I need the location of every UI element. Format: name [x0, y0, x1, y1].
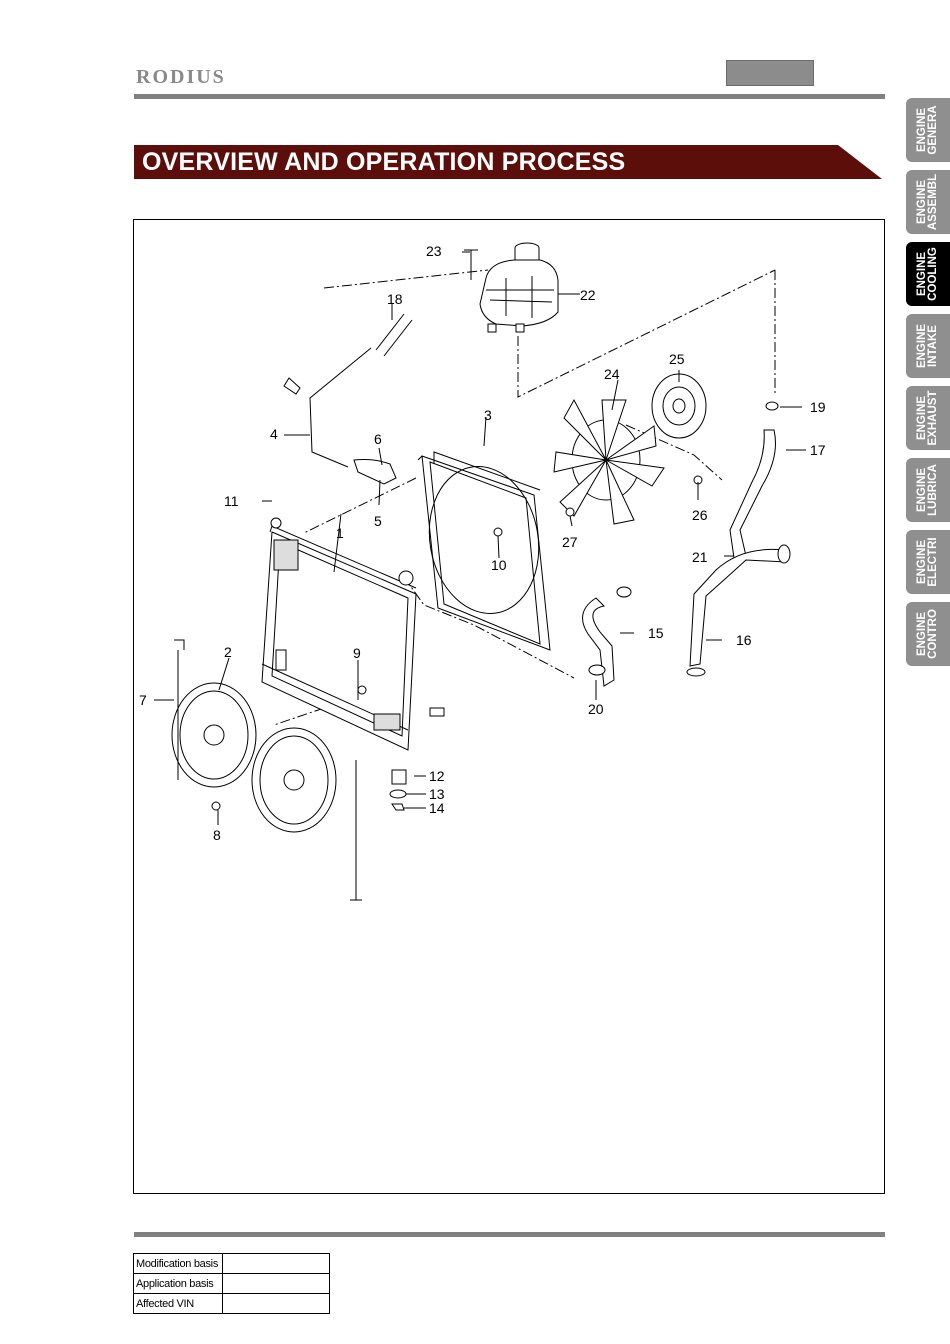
callout-19: 19	[810, 399, 826, 415]
section-banner: OVERVIEW AND OPERATION PROCESS	[134, 145, 882, 179]
pipe-drawing	[284, 314, 412, 484]
callout-8: 8	[213, 827, 221, 843]
side-tab-line2: ELECTRI	[928, 531, 939, 593]
callout-7: 7	[139, 692, 147, 708]
affected-vin-value	[223, 1294, 330, 1314]
application-basis-label: Application basis	[134, 1274, 223, 1294]
expansion-tank-drawing	[464, 243, 558, 332]
callout-23: 23	[426, 243, 442, 259]
callout-15: 15	[648, 625, 664, 641]
table-row: Application basis	[134, 1274, 330, 1294]
callout-21: 21	[692, 549, 708, 565]
callout-9: 9	[353, 645, 361, 661]
revision-info-table: Modification basis Application basis Aff…	[133, 1253, 330, 1314]
callout-24: 24	[604, 366, 620, 382]
side-tab-line2: LUBRICA	[928, 459, 939, 521]
side-tab-line2: INTAKE	[928, 315, 939, 377]
callout-22: 22	[580, 287, 596, 303]
affected-vin-label: Affected VIN	[134, 1294, 223, 1314]
callout-11: 11	[224, 493, 239, 509]
brand-logo: RODIUS	[136, 66, 226, 89]
callout-6: 6	[374, 431, 382, 447]
callout-5: 5	[374, 513, 382, 529]
callout-20: 20	[588, 701, 604, 717]
callout-1: 1	[336, 525, 344, 541]
modification-basis-value	[223, 1254, 330, 1274]
callout-2: 2	[224, 644, 232, 660]
side-tab-line2: EXHAUST	[928, 387, 939, 449]
callout-17: 17	[810, 442, 826, 458]
page-title: OVERVIEW AND OPERATION PROCESS	[142, 148, 625, 177]
side-tab-line2: GENERA	[928, 99, 939, 161]
fan-clutch-drawing	[652, 374, 706, 438]
callout-4: 4	[270, 426, 278, 442]
header-box	[726, 60, 814, 86]
bottom-rule	[134, 1232, 885, 1237]
application-basis-value	[223, 1274, 330, 1294]
table-row: Affected VIN	[134, 1294, 330, 1314]
fan-drawing	[554, 400, 664, 524]
callout-27: 27	[562, 534, 578, 550]
side-tab-line2: CONTRO	[928, 603, 939, 665]
top-rule	[134, 94, 885, 99]
callout-14: 14	[429, 800, 445, 816]
callout-18: 18	[387, 291, 403, 307]
side-tab-line2: COOLING	[928, 243, 939, 305]
callout-16: 16	[736, 632, 752, 648]
cooling-system-diagram: 1 2 3 4 5 6 7 8 9 10 11 12 13 14 15 16 1…	[134, 220, 886, 1195]
exploded-view-figure: 1 2 3 4 5 6 7 8 9 10 11 12 13 14 15 16 1…	[133, 219, 885, 1194]
modification-basis-label: Modification basis	[134, 1254, 223, 1274]
callout-26: 26	[692, 507, 708, 523]
callout-10: 10	[491, 557, 507, 573]
fan-shroud-drawing	[418, 452, 550, 650]
callout-3: 3	[484, 407, 492, 423]
callout-25: 25	[669, 351, 685, 367]
callout-12: 12	[429, 768, 445, 784]
side-tab-line2: ASSEMBL	[928, 171, 939, 233]
radiator-drawing	[262, 518, 416, 750]
table-row: Modification basis	[134, 1254, 330, 1274]
